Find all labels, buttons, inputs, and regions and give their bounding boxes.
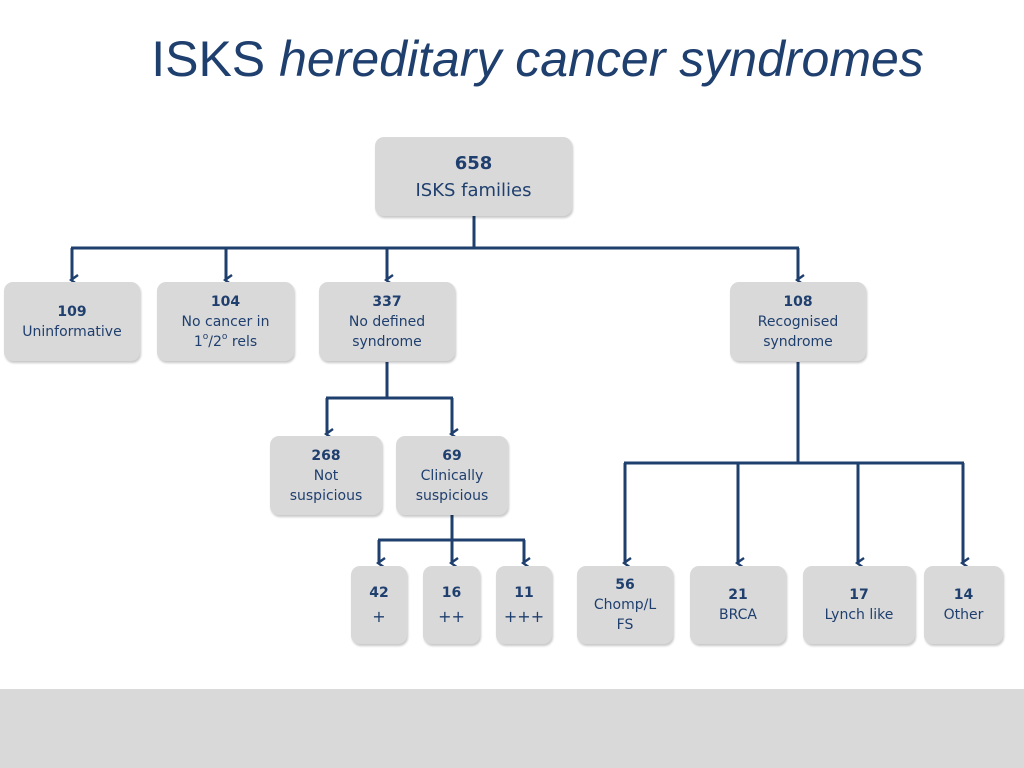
node-label-line1: Recognised bbox=[757, 313, 839, 330]
page-title: ISKS hereditary cancer syndromes bbox=[0, 30, 1024, 88]
node-count: 16 bbox=[441, 585, 462, 601]
node-count: 11 bbox=[514, 585, 534, 601]
node-label-line2: FS bbox=[616, 617, 634, 633]
node-label: Lynch like bbox=[824, 607, 894, 623]
node-label-line2: syndrome bbox=[352, 333, 422, 350]
node-label: Other bbox=[943, 607, 984, 623]
node-grade-plus-plus: 16 ++ bbox=[423, 566, 480, 644]
node-isks-families: 658 ISKS families bbox=[375, 137, 572, 216]
node-count: 268 bbox=[311, 447, 341, 464]
node-count: 69 bbox=[442, 447, 462, 464]
node-label: ISKS families bbox=[415, 179, 532, 201]
node-brca: 21 BRCA bbox=[690, 566, 786, 644]
node-label: Uninformative bbox=[22, 323, 122, 340]
title-italic: hereditary cancer syndromes bbox=[279, 31, 924, 87]
node-uninformative: 109 Uninformative bbox=[4, 282, 140, 361]
node-no-cancer: 104 No cancer in 1o/2o rels bbox=[157, 282, 294, 361]
title-plain: ISKS bbox=[151, 31, 266, 87]
connector-lines bbox=[0, 216, 1024, 689]
node-label: + bbox=[372, 607, 386, 626]
node-label-line1: Chomp/L bbox=[593, 597, 657, 613]
footer-band bbox=[0, 689, 1024, 768]
node-lynch-like: 17 Lynch like bbox=[803, 566, 915, 644]
node-recognised-syndrome: 108 Recognised syndrome bbox=[730, 282, 866, 361]
node-label-line1: Not bbox=[313, 467, 339, 484]
node-label-line2: syndrome bbox=[763, 333, 833, 350]
node-other: 14 Other bbox=[924, 566, 1003, 644]
node-count: 17 bbox=[849, 587, 869, 603]
node-count: 109 bbox=[57, 303, 87, 320]
node-label-line2: 1o/2o rels bbox=[193, 331, 258, 350]
node-chomp-lfs: 56 Chomp/L FS bbox=[577, 566, 673, 644]
node-grade-plus-plus-plus: 11 +++ bbox=[496, 566, 552, 644]
node-label: +++ bbox=[503, 607, 545, 626]
node-grade-plus: 42 + bbox=[351, 566, 407, 644]
node-count: 21 bbox=[728, 587, 748, 603]
node-not-suspicious: 268 Not suspicious bbox=[270, 436, 382, 515]
node-clinically-suspicious: 69 Clinically suspicious bbox=[396, 436, 508, 515]
node-count: 14 bbox=[953, 587, 974, 603]
node-count: 104 bbox=[210, 293, 241, 310]
node-label-line1: No defined bbox=[348, 313, 426, 330]
node-count: 337 bbox=[372, 293, 402, 310]
node-count: 42 bbox=[369, 585, 389, 601]
node-label-line1: Clinically bbox=[420, 467, 484, 484]
node-count: 56 bbox=[615, 577, 635, 593]
node-no-defined-syndrome: 337 No defined syndrome bbox=[319, 282, 455, 361]
node-count: 658 bbox=[454, 152, 493, 174]
node-label: ++ bbox=[438, 607, 465, 626]
node-label-line2: suspicious bbox=[415, 487, 489, 504]
node-count: 108 bbox=[783, 293, 813, 310]
node-label-line2: suspicious bbox=[289, 487, 363, 504]
node-label: BRCA bbox=[719, 607, 757, 623]
node-label-line1: No cancer in bbox=[181, 313, 270, 330]
